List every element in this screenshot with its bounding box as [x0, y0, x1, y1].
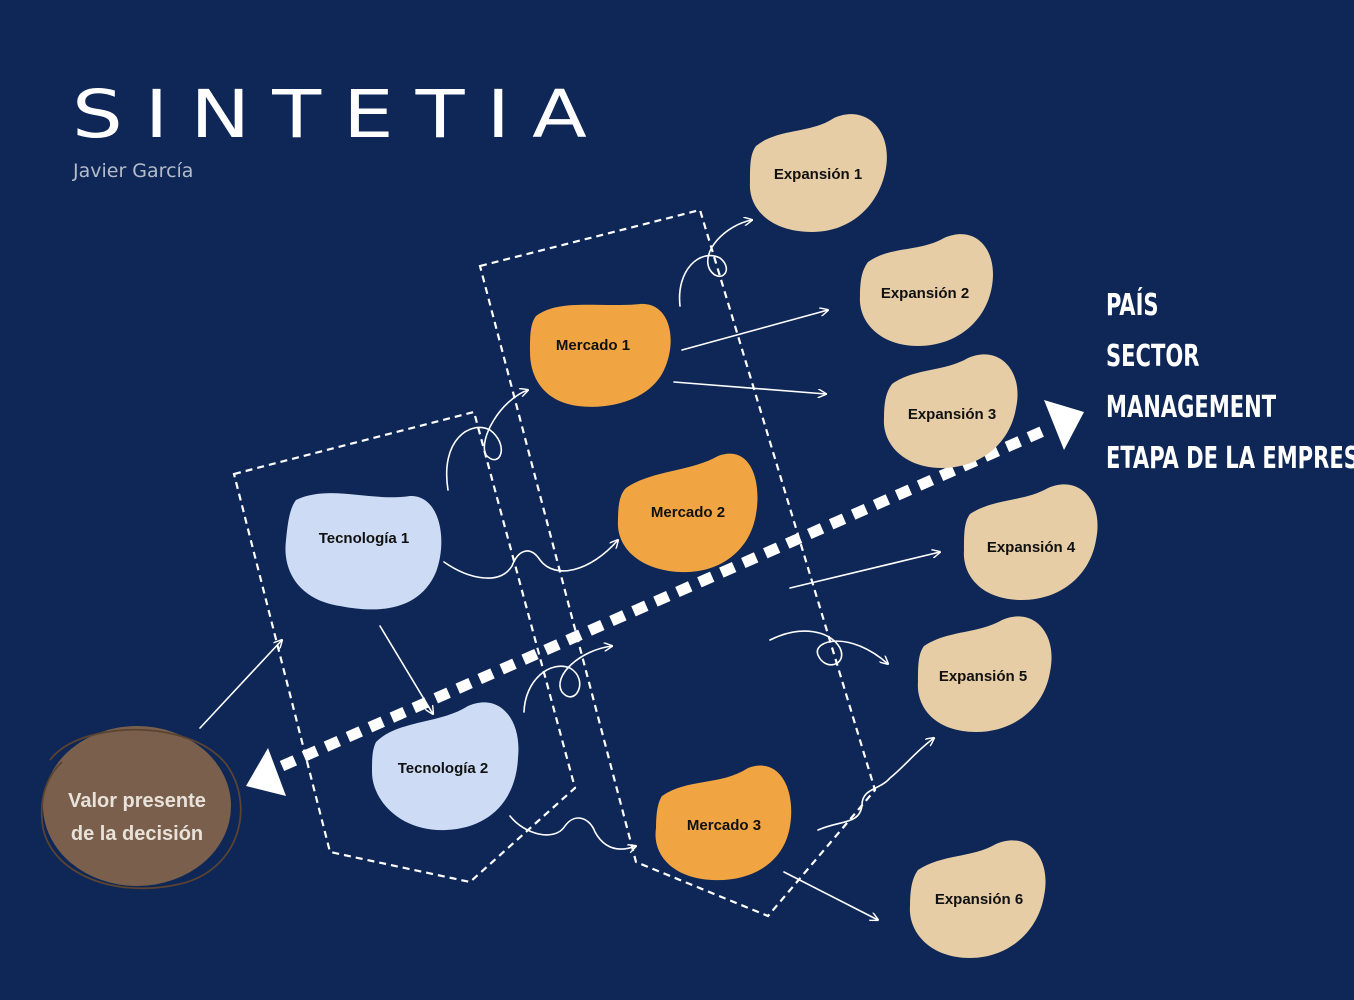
arrow-market3-exp5: [817, 738, 934, 831]
expansion-label: Expansión 1: [774, 166, 862, 183]
arrow-tech2-market3: [509, 815, 636, 849]
expansion-node-shape: [859, 234, 993, 346]
arrow-tech1-market2: [443, 540, 618, 579]
technology-node-1: Tecnología 1: [285, 493, 442, 610]
market-node-3: Mercado 3: [655, 765, 792, 881]
technology-label: Tecnología 1: [319, 530, 410, 547]
root-node-shape: [43, 726, 231, 886]
expansion-label: Expansión 4: [987, 539, 1076, 556]
expansion-node-shape: [883, 354, 1018, 468]
market-group-frame: [478, 208, 877, 918]
expansion-node-3: Expansión 3: [883, 354, 1018, 468]
factor-item: SECTOR: [1106, 339, 1200, 374]
market-node-shape: [617, 453, 758, 573]
arrow-market2-exp4: [789, 552, 940, 589]
expansion-node-shape: [963, 484, 1098, 600]
expansion-label: Expansión 5: [939, 668, 1027, 685]
arrow-market1-exp3: [673, 381, 826, 394]
arrow-market1-exp1: [678, 220, 752, 307]
expansion-node-5: Expansión 5: [917, 616, 1052, 732]
expansion-label: Expansión 2: [881, 285, 969, 302]
expansion-node-shape: [917, 616, 1052, 732]
author-name: Javier García: [73, 160, 194, 182]
arrow-market1-exp2: [681, 310, 828, 351]
arrow-tech2-market2b: [523, 646, 612, 713]
connector-arrows: [199, 220, 940, 920]
root-node: Valor presente de la decisión: [40, 726, 242, 890]
arrow-root-tech1: [199, 640, 282, 729]
arrow-market2-exp5: [769, 630, 888, 665]
expansion-label: Expansión 6: [935, 891, 1023, 908]
market-node-1: Mercado 1: [530, 303, 671, 407]
factor-item: PAÍS: [1106, 288, 1159, 323]
factor-item: MANAGEMENT: [1106, 390, 1277, 425]
arrow-market3-exp6: [783, 871, 878, 920]
technology-node-2: Tecnología 2: [372, 702, 519, 831]
technology-group-frame: [232, 410, 577, 884]
factor-axis-line: [279, 422, 1053, 772]
root-label-line-2: de la decisión: [71, 823, 203, 845]
technology-node-shape: [372, 702, 519, 831]
market-node-shape: [530, 303, 671, 407]
market-node-shape: [655, 765, 792, 881]
arrow-tech1-market1: [445, 390, 528, 491]
brand-logo: SINTETIA: [72, 76, 609, 153]
market-node-2: Mercado 2: [617, 453, 758, 573]
factor-item: ETAPA DE LA EMPRESA: [1106, 441, 1354, 476]
expansion-node-shape: [749, 114, 887, 232]
expansion-node-shape: [909, 840, 1046, 958]
expansion-node-2: Expansión 2: [859, 234, 993, 346]
market-label: Mercado 1: [556, 337, 630, 354]
technology-node-shape: [285, 493, 442, 610]
factor-list: PAÍS SECTOR MANAGEMENT ETAPA DE LA EMPRE…: [1106, 280, 1354, 484]
expansion-node-1: Expansión 1: [749, 114, 887, 232]
expansion-node-6: Expansión 6: [909, 840, 1046, 958]
root-label-line-1: Valor presente: [68, 790, 206, 812]
arrow-tech1-tech2: [379, 625, 433, 714]
factor-axis-arrowhead-left: [246, 748, 286, 796]
market-label: Mercado 3: [687, 817, 761, 834]
expansion-node-4: Expansión 4: [963, 484, 1098, 600]
factor-axis-arrowhead-right: [1044, 400, 1084, 450]
expansion-label: Expansión 3: [908, 406, 996, 423]
market-label: Mercado 2: [651, 504, 725, 521]
technology-label: Tecnología 2: [398, 760, 489, 777]
